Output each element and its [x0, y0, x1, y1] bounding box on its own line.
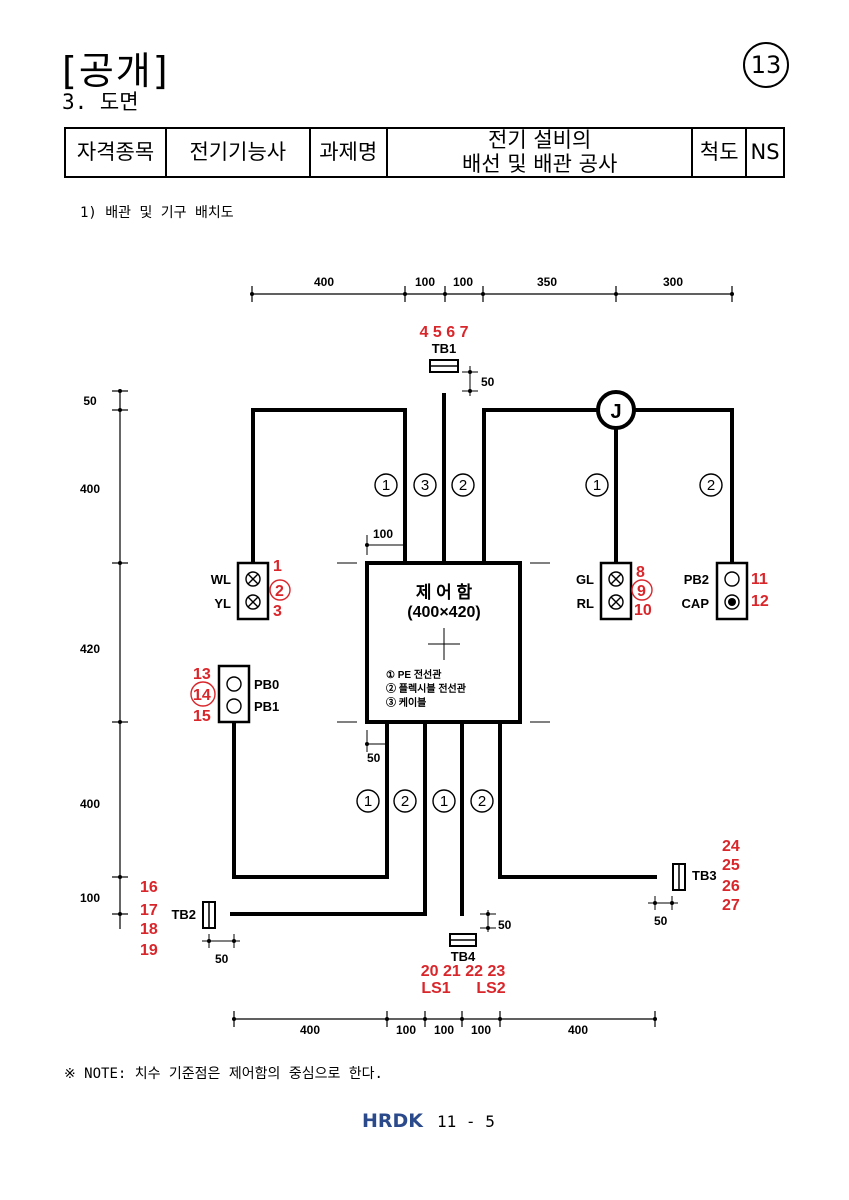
tb3-offset-dim: 50 [654, 914, 668, 928]
control-box-title: 제 어 함 [416, 582, 473, 602]
label-ls1: LS1 [421, 980, 450, 997]
legend-pe: ① PE 전선관 [386, 668, 442, 681]
qualification-value: 전기기능사 [165, 127, 311, 178]
pipe-mark-upper-1: 1 [382, 477, 390, 494]
top-dim-3: 100 [453, 275, 473, 289]
top-dim-5: 300 [663, 275, 683, 289]
tb4-offset-dim: 50 [498, 918, 512, 932]
footer: HRDK 11 - 5 [362, 1110, 495, 1132]
label-ls2: LS2 [476, 980, 505, 997]
tb1-offset-dim: 50 [481, 375, 495, 389]
bottom-dim-2: 100 [396, 1023, 416, 1037]
rl-label: RL [577, 596, 594, 611]
tb2-label: TB2 [171, 907, 196, 922]
term-tb3-3: 26 [722, 878, 740, 895]
note: ※ NOTE: 치수 기준점은 제어함의 중심으로 한다. [64, 1066, 383, 1082]
left-dimension [112, 390, 128, 929]
junction-box [596, 390, 636, 430]
term-tb3-1: 24 [722, 838, 740, 855]
pipe-mark-upper-2: 2 [459, 477, 467, 494]
term-tb2-1: 16 [140, 879, 158, 896]
legend-cable: ③ 케이블 [386, 696, 426, 709]
pipe-mark-lower-2: 2 [401, 793, 409, 810]
legend-flexible: ② 플렉시블 전선관 [386, 682, 467, 695]
term-wl-yl: 2 [275, 583, 284, 600]
wiring-lines [230, 393, 734, 916]
bottom-dim-1: 400 [300, 1023, 320, 1037]
term-pb2: 11 [751, 571, 768, 588]
term-tb3-2: 25 [722, 857, 740, 874]
junction-label: J [610, 401, 621, 423]
tb2-offset-dim: 50 [215, 952, 229, 966]
info-table: 자격종목 전기기능사 과제명 전기 설비의 배선 및 배관 공사 척도 NS [63, 127, 785, 178]
bottom-dim-3: 100 [434, 1023, 454, 1037]
left-dim-1: 50 [83, 394, 97, 408]
term-tb2-2: 17 [140, 902, 158, 919]
term-rl: 10 [634, 602, 652, 619]
term-tb4: 20 21 22 23 [421, 963, 506, 980]
term-tb3-4: 27 [722, 897, 740, 914]
section-title: 1) 배관 및 기구 배치도 [80, 205, 234, 221]
tb1-label: TB1 [432, 341, 457, 356]
term-pb1: 15 [193, 708, 211, 725]
box-bottom-dim: 50 [367, 751, 381, 765]
term-wl: 1 [273, 558, 282, 575]
box-top-dim: 100 [373, 527, 393, 541]
bottom-dim-5: 400 [568, 1023, 588, 1037]
left-dim-2: 400 [80, 482, 100, 496]
page-badge: 13 [743, 42, 789, 88]
term-gl-rl: 9 [637, 583, 646, 600]
left-dim-5: 100 [80, 891, 100, 905]
page-subtitle: 3. 도면 [62, 90, 139, 114]
term-cap: 12 [751, 593, 769, 610]
task-line-1: 전기 설비의 [488, 128, 592, 153]
top-dim-2: 100 [415, 275, 435, 289]
wl-label: WL [211, 572, 231, 587]
page-title: [공개] [62, 49, 170, 93]
label-task: 과제명 [308, 127, 388, 178]
pipe-mark-upper-2b: 2 [707, 477, 715, 494]
task-value: 전기 설비의 배선 및 배관 공사 [385, 127, 694, 178]
pipe-mark-upper-3: 3 [421, 477, 429, 494]
left-dim-3: 420 [80, 642, 100, 656]
control-box-size: (400×420) [407, 604, 480, 621]
term-tb2-4: 19 [140, 942, 158, 959]
term-gl: 8 [636, 564, 645, 581]
cap-label: CAP [682, 596, 710, 611]
task-line-2: 배선 및 배관 공사 [462, 151, 618, 176]
gl-label: GL [576, 572, 594, 587]
top-dim-4: 350 [537, 275, 557, 289]
term-tb1: 4 5 6 7 [420, 324, 469, 341]
tb4-label: TB4 [451, 949, 476, 964]
pb0-label: PB0 [254, 677, 279, 692]
pb1-label: PB1 [254, 699, 279, 714]
pipe-mark-lower-1: 1 [364, 793, 372, 810]
pipe-mark-lower-1b: 1 [440, 793, 448, 810]
top-dim-1: 400 [314, 275, 334, 289]
label-scale: 척도 [691, 127, 748, 178]
bottom-dim-4: 100 [471, 1023, 491, 1037]
tb3-label: TB3 [692, 868, 717, 883]
pb2-label: PB2 [684, 572, 709, 587]
term-pb0: 13 [193, 666, 211, 683]
yl-label: YL [214, 596, 231, 611]
label-qualification: 자격종목 [63, 127, 168, 178]
pipe-mark-lower-2b: 2 [478, 793, 486, 810]
term-yl: 3 [273, 603, 282, 620]
hrdk-logo: HRDK [362, 1110, 424, 1132]
left-dim-4: 400 [80, 797, 100, 811]
scale-value: NS [745, 127, 785, 178]
pipe-mark-upper-1b: 1 [593, 477, 601, 494]
footer-page-number: 11 - 5 [437, 1111, 495, 1131]
term-pb0-pb1: 14 [193, 687, 211, 704]
term-tb2-3: 18 [140, 921, 158, 938]
